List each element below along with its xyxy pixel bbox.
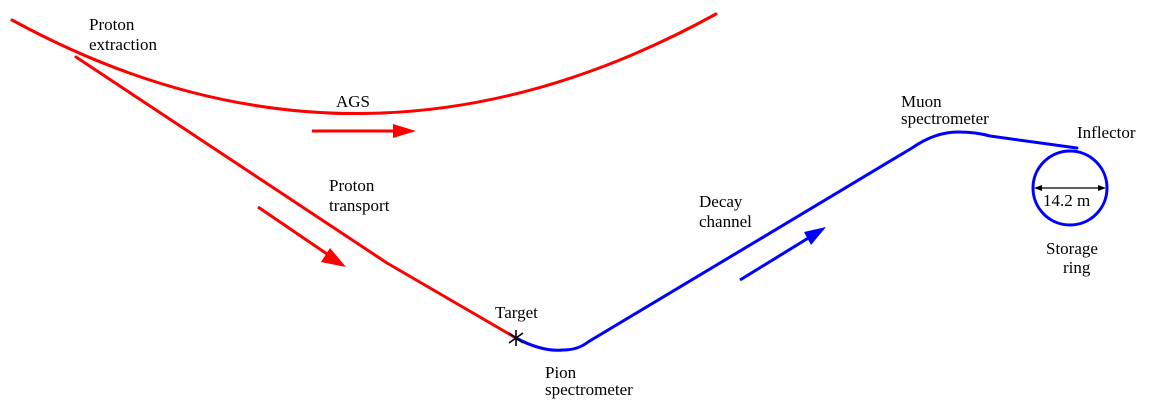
proton-transport-arrow [257, 205, 346, 267]
label-ring-diameter: 14.2 m [1043, 191, 1090, 210]
label-proton-transport-1: Proton [329, 176, 375, 195]
ring-diameter-indicator [1034, 185, 1106, 191]
decay-channel-arrow [739, 227, 826, 282]
label-muon-spectrometer-2: spectrometer [901, 109, 989, 128]
label-proton-extraction-2: extraction [89, 35, 157, 54]
label-storage-ring-1: Storage [1046, 239, 1098, 258]
label-ags: AGS [336, 92, 370, 111]
muon-beamline [514, 130, 1079, 352]
label-muon-spectrometer-1: Muon [901, 92, 942, 111]
ags-ring-arc [10, 12, 718, 115]
label-decay-channel-2: channel [699, 212, 752, 231]
label-decay-channel-1: Decay [699, 192, 743, 211]
label-pion-spectrometer-2: spectrometer [545, 380, 633, 399]
label-pion-spectrometer-1: Pion [545, 363, 577, 382]
proton-transport-line [74, 55, 518, 340]
label-proton-extraction-1: Proton [89, 15, 135, 34]
ags-direction-arrow [312, 124, 416, 138]
label-inflector: Inflector [1077, 123, 1136, 142]
label-proton-transport-2: transport [329, 196, 390, 215]
target-marker [508, 330, 524, 346]
label-storage-ring-2: ring [1063, 258, 1091, 277]
storage-ring-circle [1031, 149, 1109, 227]
label-target: Target [495, 303, 538, 322]
